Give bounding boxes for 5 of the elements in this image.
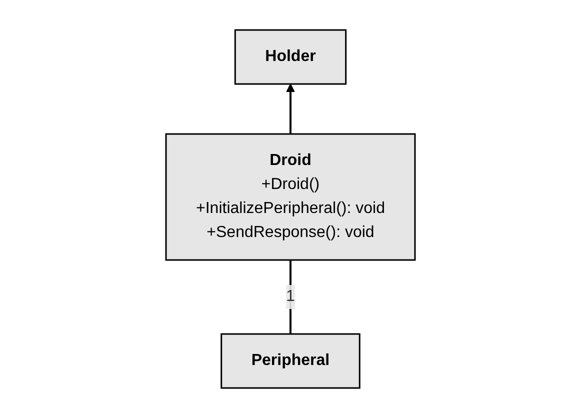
node-box: Peripheral <box>220 333 360 389</box>
node-box: Holder <box>234 29 347 85</box>
arrow <box>286 84 295 134</box>
node-box: Droid +Droid() +InitializePeripheral(): void +SendResponse(): void <box>165 133 416 261</box>
edge-label: 1 <box>286 288 295 305</box>
